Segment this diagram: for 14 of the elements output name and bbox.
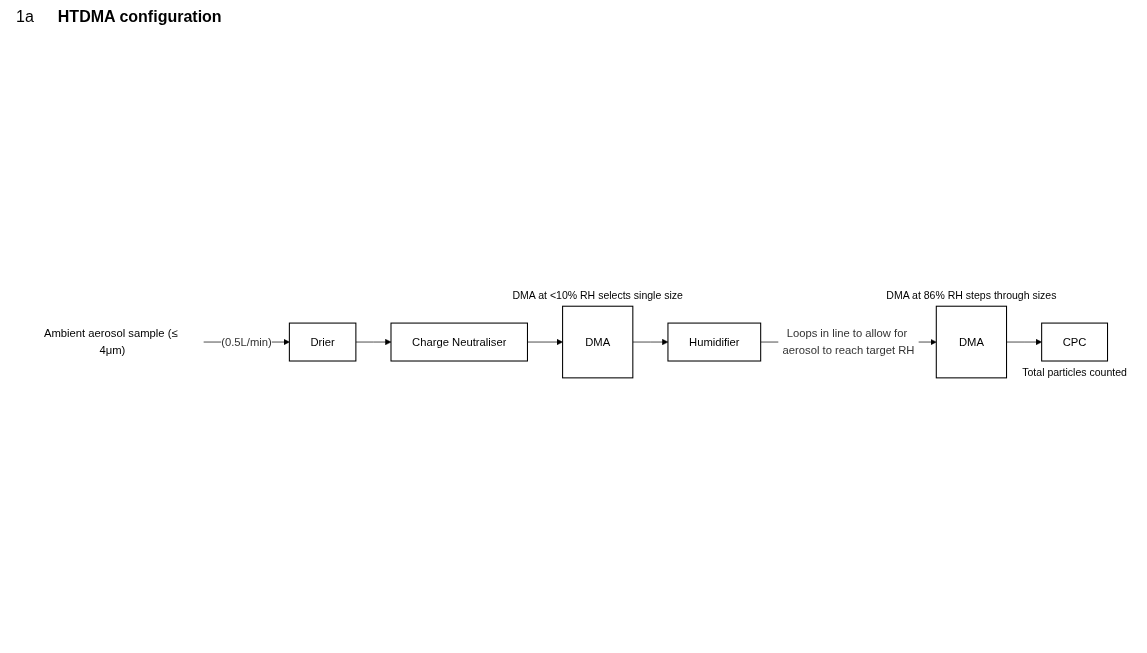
node-box: Drier — [288, 322, 356, 362]
edge-label: Loops in line to allow for aerosol to reach target RH — [782, 327, 914, 357]
node-box: DMA — [935, 305, 1007, 379]
node-caption: Total particles counted — [1021, 366, 1127, 379]
node-box: DMA — [561, 305, 633, 379]
diagram-title: HTDMA configuration — [57, 8, 222, 26]
node-text: Ambient aerosol sample (≤ 4μm) — [43, 327, 178, 357]
figure-number: 1a — [16, 8, 34, 26]
edge-label: (0.5L/min) — [220, 335, 272, 348]
node-box: Charge Neutraliser — [389, 322, 528, 362]
node-box: Humidifier — [666, 322, 761, 362]
node-box: CPC — [1040, 322, 1108, 362]
node-caption: DMA at <10% RH selects single size — [512, 289, 683, 302]
node-caption: DMA at 86% RH steps through sizes — [885, 289, 1056, 302]
